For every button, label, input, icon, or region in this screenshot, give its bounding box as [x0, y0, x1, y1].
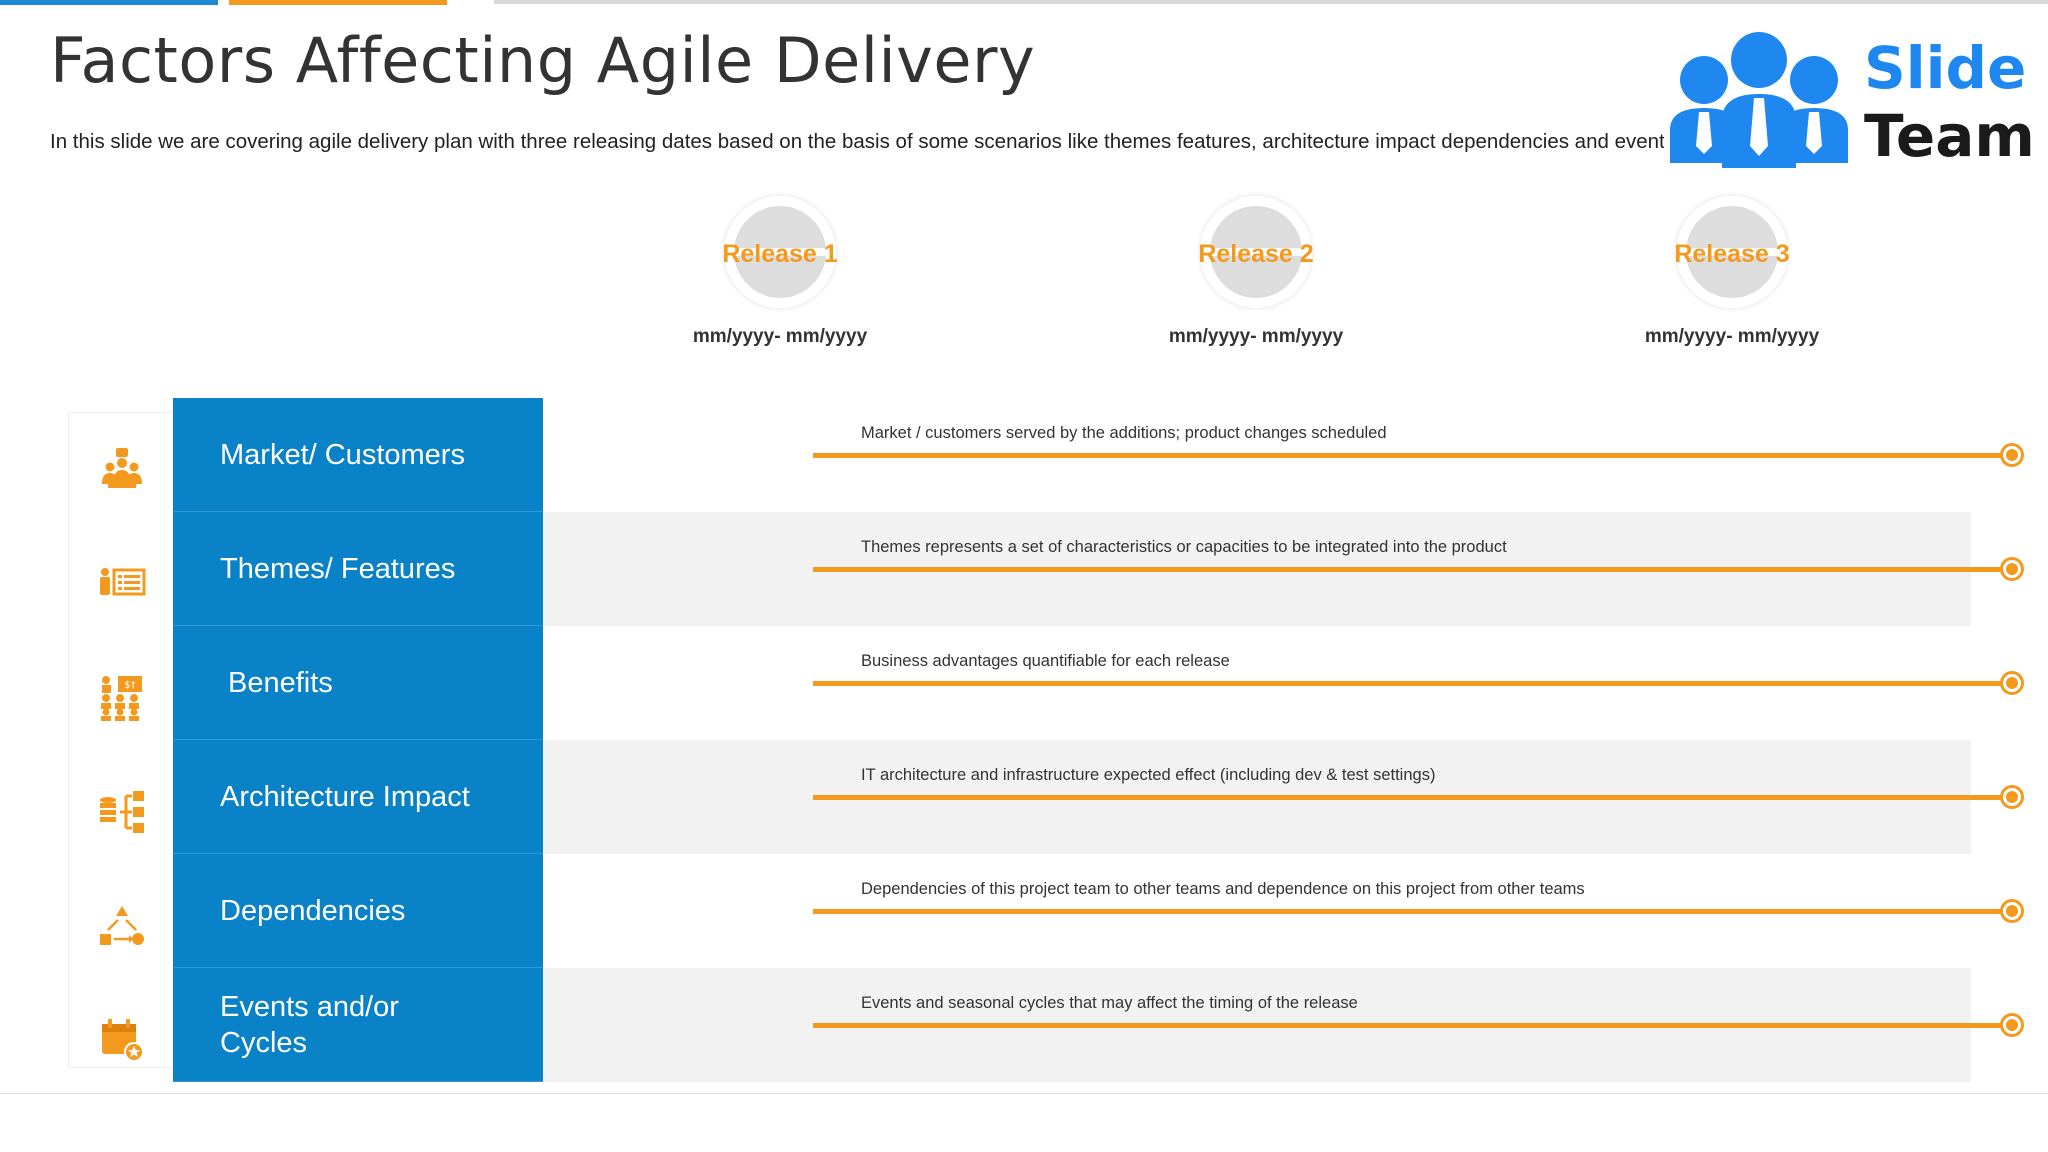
people-logo-icon	[1670, 32, 1848, 168]
factor-description: Market / customers served by the additio…	[861, 424, 1387, 442]
release-header-1: Release 1 mm/yyyy- mm/yyyy	[670, 196, 890, 348]
timeline-end-dot	[2000, 443, 2024, 467]
team-benefit-icon: $†	[69, 641, 175, 755]
database-hierarchy-icon	[69, 755, 175, 869]
timeline-bar	[813, 909, 2013, 914]
top-accent-bar-blue	[0, 0, 218, 5]
release-header-2: Release 2 mm/yyyy- mm/yyyy	[1146, 196, 1366, 348]
release-date: mm/yyyy- mm/yyyy	[692, 326, 868, 347]
release-name: Release 2	[1198, 240, 1314, 268]
factor-description: IT architecture and infrastructure expec…	[861, 766, 1436, 784]
factor-label: Benefits	[173, 626, 543, 740]
timeline-end-dot	[2000, 899, 2024, 923]
timeline-end-dot	[2000, 671, 2024, 695]
page-subtitle: In this slide we are covering agile deli…	[50, 130, 1670, 153]
top-accent-bar-orange	[229, 0, 447, 5]
release-date: mm/yyyy- mm/yyyy	[1644, 326, 1820, 347]
factor-description: Business advantages quantifiable for eac…	[861, 652, 1230, 670]
timeline-bar	[813, 1023, 2013, 1028]
svg-text:$†: $†	[124, 680, 135, 691]
release-date: mm/yyyy- mm/yyyy	[1168, 326, 1344, 347]
release-circle	[1676, 196, 1788, 308]
calendar-event-icon	[69, 983, 175, 1097]
timeline-end-dot	[2000, 557, 2024, 581]
factor-label: Events and/or Cycles	[173, 968, 543, 1082]
factor-description: Events and seasonal cycles that may affe…	[861, 994, 1358, 1012]
footer-divider	[0, 1093, 2048, 1094]
factor-row-market: Market/ Customers Market / customers ser…	[173, 398, 2024, 512]
factor-label: Architecture Impact	[173, 740, 543, 854]
timeline-end-dot	[2000, 1013, 2024, 1037]
factor-description: Dependencies of this project team to oth…	[861, 880, 1585, 898]
factor-label: Dependencies	[173, 854, 543, 968]
timeline-bar	[813, 795, 2013, 800]
customers-icon	[69, 413, 175, 527]
page-title: Factors Affecting Agile Delivery	[50, 24, 1036, 97]
top-accent-bar-gray	[494, 0, 2048, 4]
workflow-icon	[69, 869, 175, 983]
factor-description: Themes represents a set of characteristi…	[861, 538, 1507, 556]
factor-row-dependencies: Dependencies Dependencies of this projec…	[173, 854, 2024, 968]
release-circle	[724, 196, 836, 308]
release-circle	[1200, 196, 1312, 308]
logo-word-team: Team	[1864, 102, 2035, 170]
factor-label: Market/ Customers	[173, 398, 543, 512]
factor-row-architecture: Architecture Impact IT architecture and …	[173, 740, 2024, 854]
presentation-icon	[69, 527, 175, 641]
factor-label: Themes/ Features	[173, 512, 543, 626]
timeline-end-dot	[2000, 785, 2024, 809]
factor-row-benefits: Benefits Business advantages quantifiabl…	[173, 626, 2024, 740]
timeline-bar	[813, 567, 2013, 572]
logo-word-slide: Slide	[1864, 34, 2027, 102]
release-header-3: Release 3 mm/yyyy- mm/yyyy	[1622, 196, 1842, 348]
release-name: Release 3	[1674, 240, 1790, 268]
factor-row-themes: Themes/ Features Themes represents a set…	[173, 512, 2024, 626]
timeline-bar	[813, 681, 2013, 686]
timeline-bar	[813, 453, 2013, 458]
slideteam-logo: Slide Team	[1664, 24, 2035, 172]
release-name: Release 1	[722, 240, 838, 268]
icon-column: $†	[68, 412, 174, 1068]
factor-row-events: Events and/or Cycles Events and seasonal…	[173, 968, 2024, 1082]
